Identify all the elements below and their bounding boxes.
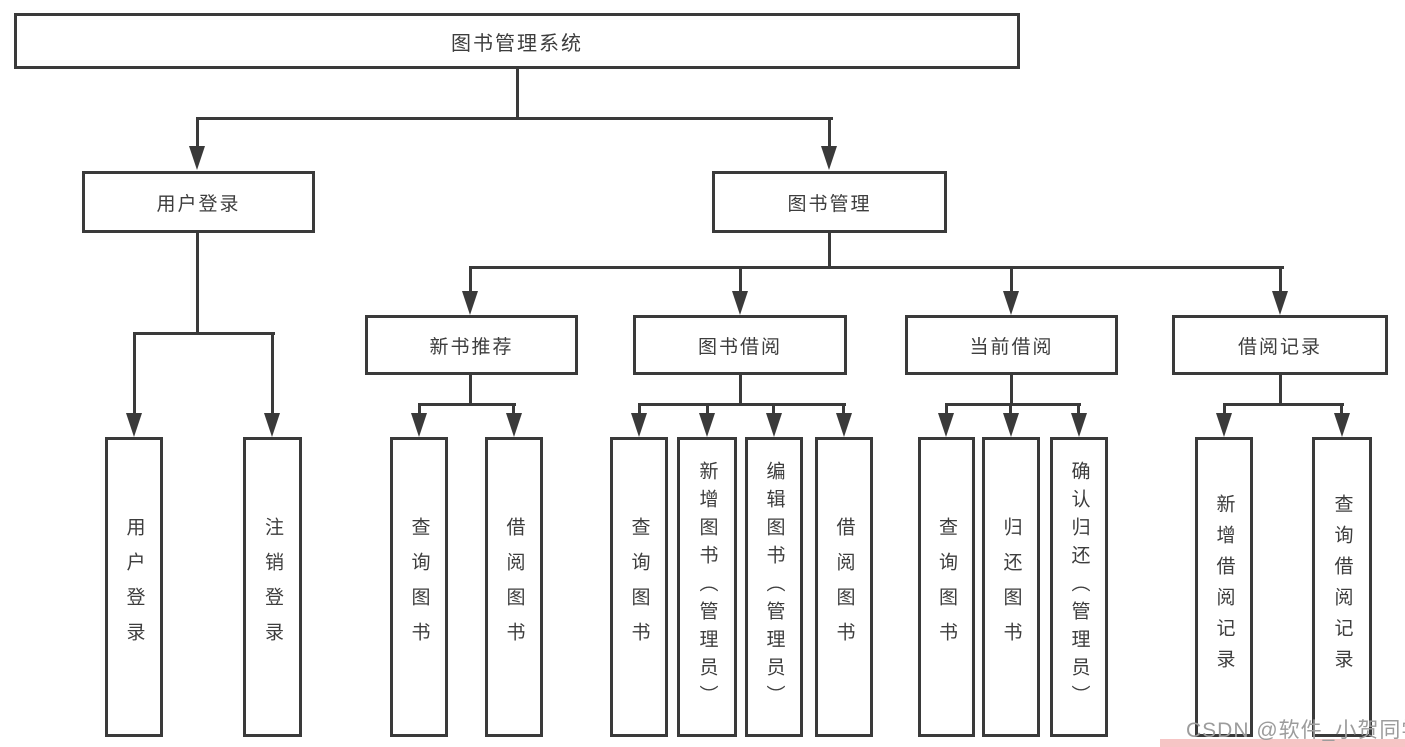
leaf-label: 新增图书（管理员）	[696, 461, 718, 713]
connector-line	[1223, 403, 1226, 415]
node-current-borrow: 当前借阅	[905, 315, 1118, 375]
arrowhead-down-icon	[938, 413, 954, 437]
node-root-label: 图书管理系统	[451, 32, 583, 55]
connector-line	[1340, 403, 1343, 415]
leaf-label: 查询图书	[628, 517, 650, 657]
connector-line	[842, 403, 845, 415]
leaf-add-borrow-record: 新增借阅记录	[1195, 437, 1253, 737]
leaf-return-book: 归还图书	[982, 437, 1040, 737]
arrowhead-down-icon	[631, 413, 647, 437]
connector-line	[739, 375, 742, 406]
arrowhead-down-icon	[699, 413, 715, 437]
connector-line	[418, 403, 516, 406]
leaf-label: 确认归还（管理员）	[1068, 461, 1090, 713]
node-book-management-label: 图书管理	[787, 193, 872, 215]
arrowhead-down-icon	[1003, 291, 1019, 315]
connector-line	[196, 117, 833, 120]
node-book-management: 图书管理	[712, 171, 947, 233]
connector-line	[638, 403, 641, 415]
connector-line	[1010, 266, 1013, 293]
arrowhead-down-icon	[411, 413, 427, 437]
node-user-login-label: 用户登录	[156, 193, 241, 215]
arrowhead-down-icon	[1003, 413, 1019, 437]
arrowhead-down-icon	[506, 413, 522, 437]
leaf-label: 新增借阅记录	[1213, 494, 1235, 680]
leaf-label: 归还图书	[1000, 517, 1022, 657]
leaf-label: 查询图书	[408, 517, 430, 657]
connector-line	[196, 233, 199, 335]
connector-line	[196, 117, 199, 149]
arrowhead-down-icon	[1334, 413, 1350, 437]
connector-line	[1009, 403, 1012, 415]
connector-line	[133, 332, 275, 335]
leaf-label: 用户登录	[123, 517, 145, 657]
connector-line	[945, 403, 948, 415]
connector-line	[1279, 375, 1282, 406]
leaf-borrow-book: 借阅图书	[815, 437, 873, 737]
connector-line	[1077, 403, 1080, 415]
node-book-borrow-label: 图书借阅	[697, 336, 782, 358]
node-user-login: 用户登录	[82, 171, 315, 233]
leaf-label: 注销登录	[262, 517, 283, 657]
connector-line	[418, 403, 421, 415]
connector-line	[133, 332, 136, 415]
leaf-borrow-book-recommend: 借阅图书	[485, 437, 543, 737]
leaf-label: 借阅图书	[833, 517, 855, 657]
leaf-query-book: 查询图书	[610, 437, 668, 737]
connector-line	[516, 69, 519, 120]
node-book-borrow: 图书借阅	[633, 315, 847, 375]
connector-line	[512, 403, 515, 415]
leaf-query-book-current: 查询图书	[918, 437, 975, 737]
leaf-query-borrow-record: 查询借阅记录	[1312, 437, 1372, 737]
arrowhead-down-icon	[766, 413, 782, 437]
watermark-text: CSDN @软件_小贺同学	[1186, 719, 1405, 742]
node-borrow-records: 借阅记录	[1172, 315, 1388, 375]
connector-line	[706, 403, 709, 415]
connector-line	[828, 233, 831, 269]
connector-line	[1223, 403, 1344, 406]
arrowhead-down-icon	[126, 413, 142, 437]
leaf-add-book-admin: 新增图书（管理员）	[677, 437, 737, 737]
arrowhead-down-icon	[1216, 413, 1232, 437]
leaf-label: 借阅图书	[503, 517, 525, 657]
connector-line	[271, 332, 274, 415]
connector-line	[638, 403, 846, 406]
connector-line	[1010, 375, 1013, 406]
connector-line	[469, 375, 472, 406]
node-current-borrow-label: 当前借阅	[969, 336, 1054, 358]
arrowhead-down-icon	[189, 146, 205, 170]
arrowhead-down-icon	[732, 291, 748, 315]
node-root: 图书管理系统	[14, 13, 1020, 69]
arrowhead-down-icon	[1071, 413, 1087, 437]
connector-line	[1279, 266, 1282, 293]
leaf-label: 编辑图书（管理员）	[763, 461, 785, 713]
connector-line	[945, 403, 1081, 406]
arrowhead-down-icon	[264, 413, 280, 437]
watermark-bar	[1160, 739, 1405, 747]
leaf-confirm-return-admin: 确认归还（管理员）	[1050, 437, 1108, 737]
arrowhead-down-icon	[1272, 291, 1288, 315]
leaf-user-login: 用户登录	[105, 437, 163, 737]
leaf-edit-book-admin: 编辑图书（管理员）	[745, 437, 803, 737]
arrowhead-down-icon	[836, 413, 852, 437]
node-new-book-recommend: 新书推荐	[365, 315, 578, 375]
connector-line	[469, 266, 1284, 269]
node-borrow-records-label: 借阅记录	[1237, 336, 1322, 358]
leaf-query-book-recommend: 查询图书	[390, 437, 448, 737]
arrowhead-down-icon	[821, 146, 837, 170]
leaf-label: 查询图书	[936, 517, 957, 657]
connector-line	[469, 266, 472, 293]
leaf-label: 查询借阅记录	[1331, 494, 1353, 680]
leaf-logout-login: 注销登录	[243, 437, 302, 737]
arrowhead-down-icon	[462, 291, 478, 315]
connector-line	[828, 117, 831, 149]
connector-line	[772, 403, 775, 415]
connector-line	[739, 266, 742, 293]
node-new-book-recommend-label: 新书推荐	[429, 336, 514, 358]
